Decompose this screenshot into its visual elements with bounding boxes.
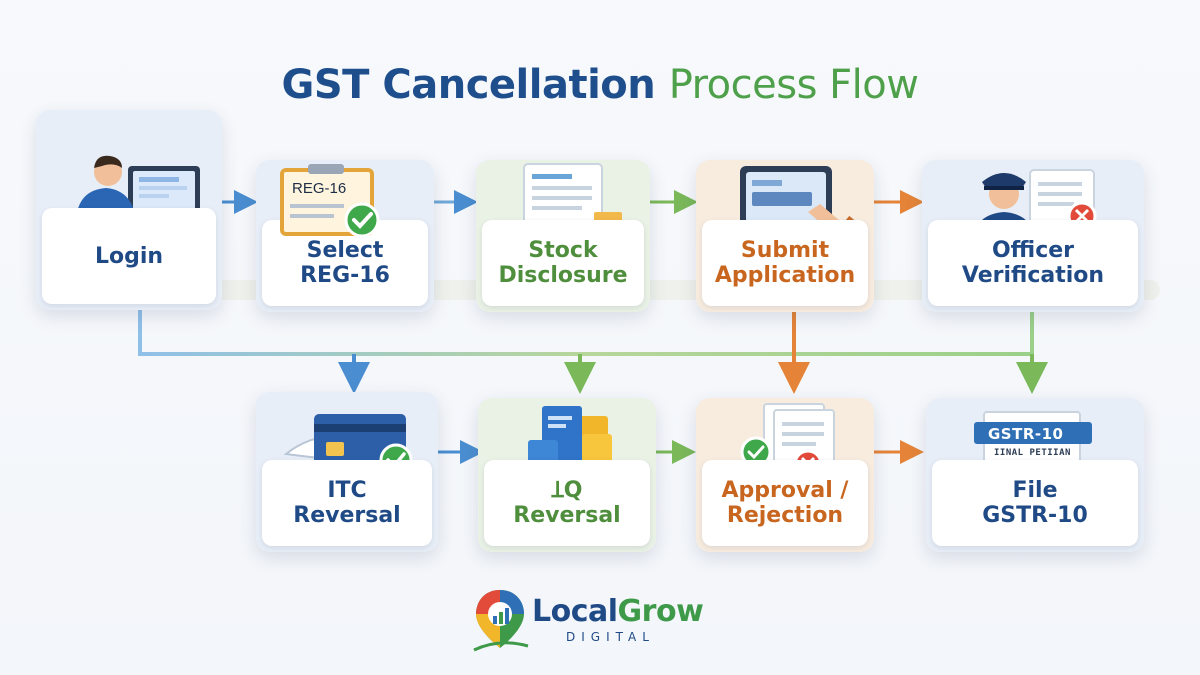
step-label-box: Officer Verification [928, 220, 1138, 306]
gstr10-icon-subtext: ΙΙΝΑL ΡΕΤΙΙΑΝ [994, 448, 1071, 458]
reg16-icon-text: REG-16 [292, 180, 347, 197]
step-label-line2: REG-16 [300, 263, 390, 288]
step-label-line2: Verification [961, 263, 1105, 288]
step-label-line2: Disclosure [498, 263, 628, 288]
step-label-line1: Officer [991, 238, 1075, 263]
logo-subtitle: DIGITAL [566, 630, 655, 644]
step-card-login[interactable]: Login [36, 110, 222, 310]
step-card-itc-reversal[interactable]: ITC Reversal [256, 392, 438, 552]
step-card-stock-disclosure[interactable]: Stock Disclosure [476, 160, 650, 312]
step-card-approval-rejection[interactable]: Approval / Rejection [696, 398, 874, 552]
step-label-box: Submit Application [702, 220, 868, 306]
step-label-line2: Application [714, 263, 856, 288]
step-label-box: Approval / Rejection [702, 460, 868, 546]
company-logo: LocalGrow DIGITAL [470, 586, 740, 656]
reg16-form-icon: REG-16 [270, 164, 400, 244]
step-label-line2: Reversal [513, 503, 621, 528]
bus-line [138, 300, 1034, 356]
gstr10-return-icon: GSTR-10 ΙΙΝΑL ΡΕΤΙΙΑΝ [926, 398, 1144, 494]
step-label-box: Stock Disclosure [482, 220, 644, 306]
step-label-line2: Rejection [726, 503, 844, 528]
logo-name-part2: Grow [617, 594, 704, 629]
step-label-box: ITC Reversal [262, 460, 432, 546]
step-card-file-gstr10[interactable]: GSTR-10 ΙΙΝΑL ΡΕΤΙΙΑΝ File GSTR-10 [926, 398, 1144, 552]
logo-name-part1: Local [532, 594, 618, 629]
logo-wordmark: LocalGrow [532, 594, 704, 629]
map-pin-growth-icon [473, 590, 529, 652]
step-label-line1: ITC [327, 478, 367, 503]
gstr10-icon-text: GSTR-10 [988, 425, 1064, 443]
user-laptop-icon [36, 110, 222, 220]
step-card-officer-verification[interactable]: Officer Verification [922, 160, 1144, 312]
credit-card-icon [256, 392, 438, 488]
step-label-line2: GSTR-10 [982, 503, 1088, 528]
step-label-line1: File [1012, 478, 1058, 503]
step-label-box: ꞱQ Reversal [484, 460, 650, 546]
tablet-submit-icon [696, 160, 874, 256]
title-main: GST Cancellation [281, 62, 656, 108]
step-card-submit-application[interactable]: Submit Application [696, 160, 874, 312]
step-card-rq-reversal[interactable]: ꞱQ Reversal [478, 398, 656, 552]
title-accent: Process Flow [668, 62, 919, 108]
step-label-line1: Approval / [721, 478, 849, 503]
step-label-line1: ꞱQ [551, 478, 583, 503]
step-label-box: File GSTR-10 [932, 460, 1138, 546]
step-label: Login [94, 243, 164, 269]
step-label-line1: Submit [740, 238, 830, 263]
page-title: GST Cancellation Process Flow [0, 62, 1200, 108]
step-label-box: Login [42, 208, 216, 304]
step-label-line2: Reversal [293, 503, 401, 528]
step-label-line1: Stock [528, 238, 598, 263]
step-label-line1: Select [306, 238, 384, 263]
